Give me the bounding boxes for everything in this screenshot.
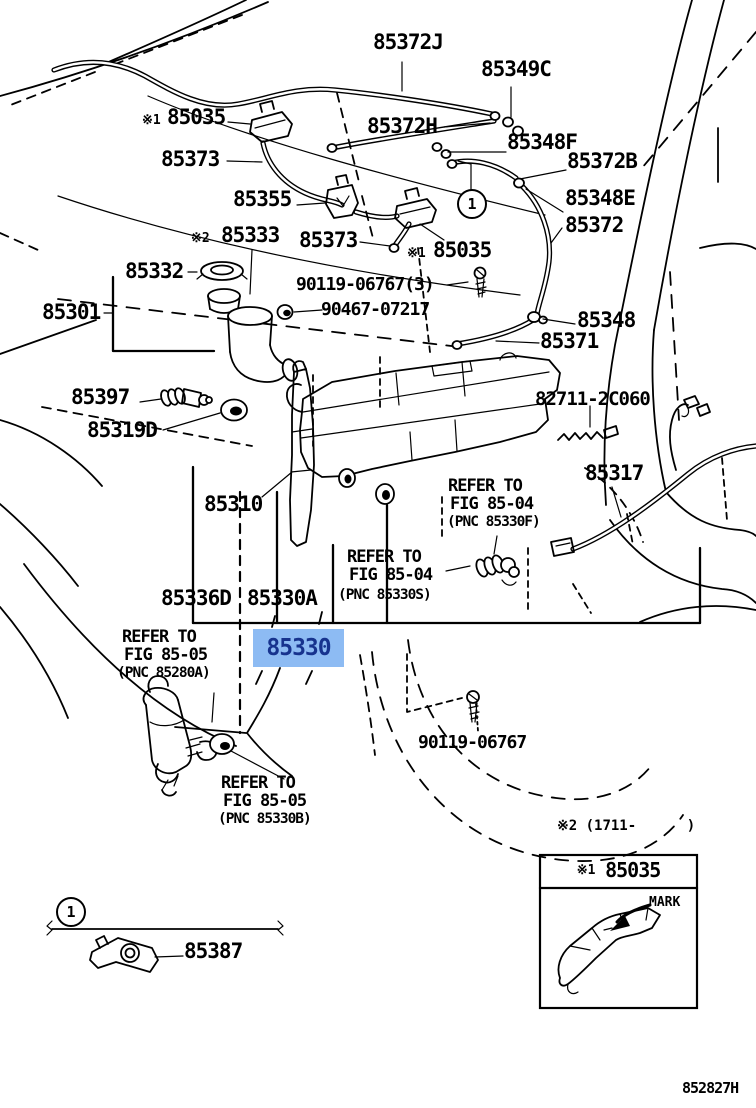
refer-note-85330s-line1: REFER TO — [347, 547, 422, 567]
selected-part-label: 85330 — [266, 635, 331, 661]
part-label-85319d[interactable]: 85319D — [87, 418, 158, 442]
part-label-85336d[interactable]: 85336D — [161, 586, 232, 610]
variant-note: ※2 (1711- ) — [557, 818, 696, 834]
part-label-85387[interactable]: 85387 — [184, 939, 243, 963]
part-label-85372[interactable]: 85372 — [565, 213, 624, 237]
part-label-85373-left[interactable]: 85373 — [161, 147, 220, 171]
part-label-85397[interactable]: 85397 — [71, 385, 130, 409]
dashed-construction-lines — [238, 92, 634, 735]
car-body-outline — [0, 0, 756, 747]
refer-note-85330s-line3: (PNC 85330S) — [338, 587, 432, 603]
washer-tank-body — [286, 352, 561, 505]
leader-brackets — [174, 465, 702, 777]
part-label-85348f[interactable]: 85348F — [507, 130, 578, 154]
callout-circle-1-main: 1 — [457, 189, 487, 219]
part-label-85332[interactable]: 85332 — [125, 259, 184, 283]
washer-filler-neck — [196, 261, 299, 383]
wire-harness-85317 — [550, 395, 756, 557]
refer-note-85330f-line3: (PNC 85330F) — [447, 514, 541, 530]
part-label-85348[interactable]: 85348 — [577, 308, 636, 332]
refer-note-85330f-line2: FIG 85-04 — [450, 494, 534, 514]
washer-nozzle-85035-right — [394, 187, 437, 229]
washer-valve-85355 — [325, 174, 359, 219]
hose-joint-fig8504-part — [475, 554, 520, 586]
drawing-code: 852827H — [682, 1079, 739, 1097]
note-mark-1-top: ※1 — [142, 113, 161, 128]
tank-bracket-85310 — [289, 360, 315, 547]
refer-note-85280a-line3: (PNC 85280A) — [117, 665, 211, 681]
mark-label: MARK — [649, 895, 681, 910]
inset-part-85035[interactable]: 85035 — [605, 858, 661, 882]
part-label-85301[interactable]: 85301 — [42, 300, 101, 324]
part-label-85317[interactable]: 85317 — [585, 461, 644, 485]
refer-note-85330b-line3: (PNC 85330B) — [218, 811, 312, 827]
reservoir-bracket-85301 — [111, 275, 216, 353]
wire-82711-2C060 — [557, 425, 619, 441]
mark-inset-box — [538, 853, 699, 1010]
washer-pump — [142, 675, 218, 797]
check-valve-85397 — [160, 387, 213, 408]
part-label-85333[interactable]: 85333 — [221, 223, 280, 247]
part-label-85035-top[interactable]: 85035 — [167, 105, 226, 129]
screw-90119-06767-top — [473, 266, 487, 298]
inset-box-header: ※1 85035 — [540, 858, 697, 882]
part-label-85371[interactable]: 85371 — [540, 329, 599, 353]
pump-grommet — [209, 733, 235, 755]
refer-note-85330f-line1: REFER TO — [448, 476, 523, 496]
part-label-85310[interactable]: 85310 — [204, 492, 263, 516]
part-label-85348e[interactable]: 85348E — [565, 186, 636, 210]
refer-note-85280a-line2: FIG 85-05 — [124, 645, 208, 665]
screw-90119-06767-bottom — [466, 690, 480, 723]
part-label-85372j[interactable]: 85372J — [373, 30, 444, 54]
refer-note-85330b-line1: REFER TO — [221, 773, 296, 793]
part-label-82711-2c060[interactable]: 82711-2C060 — [535, 388, 651, 410]
refer-note-85330b-line2: FIG 85-05 — [223, 791, 307, 811]
wheel-arch-dashed-arcs — [359, 467, 684, 862]
part-label-90119-06767[interactable]: 90119-06767 — [418, 732, 527, 753]
part-label-85330a[interactable]: 85330A — [247, 586, 318, 610]
refer-note-85280a-line1: REFER TO — [122, 627, 197, 647]
part-label-85373-right[interactable]: 85373 — [299, 228, 358, 252]
part-label-85035-mid[interactable]: 85035 — [433, 238, 492, 262]
part-label-90467-07217[interactable]: 90467-07217 — [321, 299, 430, 320]
clip-85387-drawing — [46, 920, 284, 973]
leader-lines — [103, 61, 622, 958]
callout-circle-1-inset: 1 — [56, 897, 86, 927]
part-label-85349c[interactable]: 85349C — [481, 57, 552, 81]
washer-nozzle-85035-left — [249, 100, 293, 143]
part-label-85355[interactable]: 85355 — [233, 187, 292, 211]
refer-note-85330s-line2: FIG 85-04 — [349, 565, 433, 585]
part-label-85372b[interactable]: 85372B — [567, 149, 638, 173]
part-label-90119-06767-3[interactable]: 90119-06767(3) — [296, 274, 435, 295]
note-mark-2: ※2 — [191, 231, 210, 246]
note-mark-1-mid: ※1 — [407, 246, 426, 261]
inset-note-mark-1: ※1 — [576, 863, 596, 878]
part-label-85372h[interactable]: 85372H — [367, 114, 438, 138]
selected-part-85330[interactable]: 85330 — [253, 629, 344, 667]
grommet-85319D — [220, 398, 248, 422]
